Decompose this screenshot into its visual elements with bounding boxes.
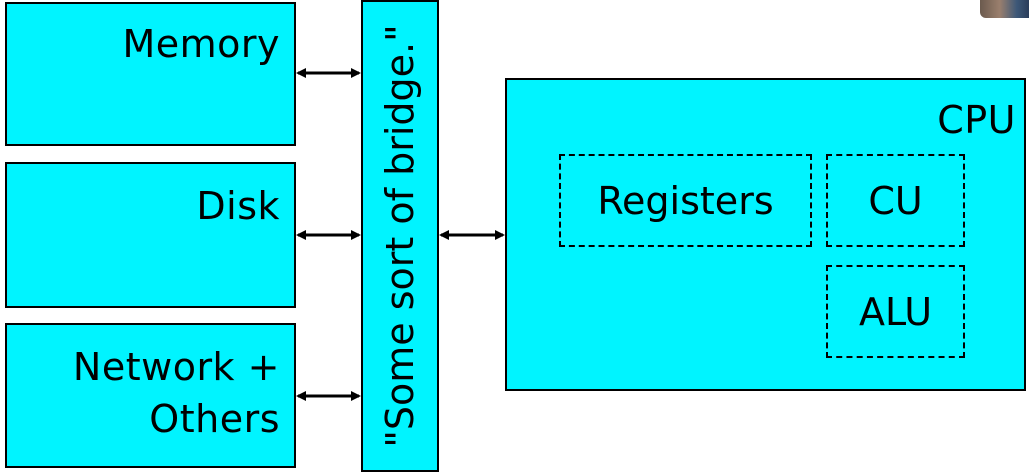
alu-label: ALU	[858, 289, 933, 334]
disk-box: Disk	[5, 162, 296, 308]
disk-label: Disk	[196, 184, 280, 228]
bridge-box: "Some sort of bridge."	[361, 0, 439, 472]
memory-label: Memory	[122, 22, 280, 66]
cpu-label: CPU	[937, 98, 1016, 142]
cpu-box: CPU Registers CU ALU	[505, 78, 1026, 391]
registers-label: Registers	[597, 178, 774, 223]
presenter-video-thumbnail	[980, 0, 1029, 18]
network-label-line1: Network +	[72, 345, 280, 389]
alu-box: ALU	[826, 265, 965, 358]
cu-box: CU	[826, 154, 965, 247]
network-others-box: Network + Others	[5, 323, 296, 468]
cu-label: CU	[868, 178, 923, 223]
registers-box: Registers	[559, 154, 812, 247]
network-label-line2: Others	[149, 397, 280, 441]
memory-box: Memory	[5, 2, 296, 146]
